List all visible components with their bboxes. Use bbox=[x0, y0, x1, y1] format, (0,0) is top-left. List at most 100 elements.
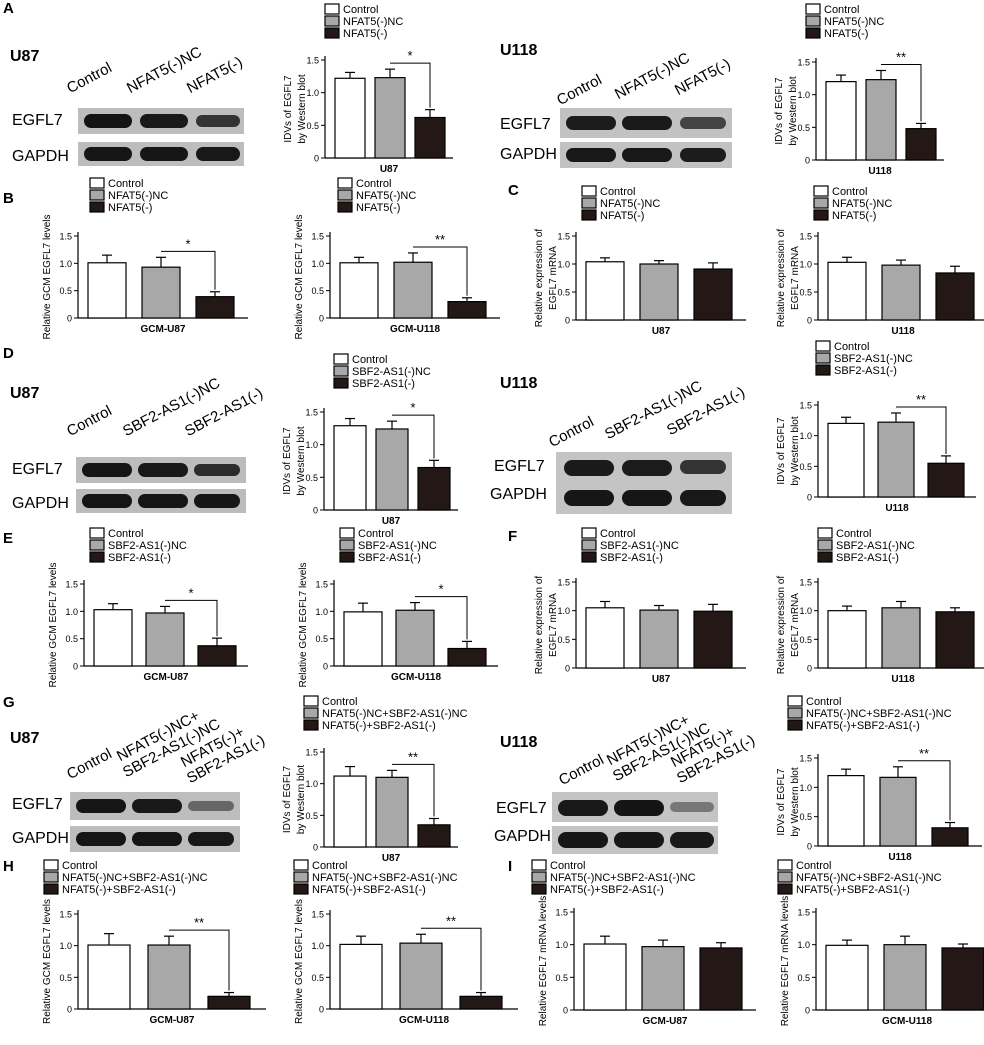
bar bbox=[333, 775, 367, 848]
protein-label: EGFL7 bbox=[12, 112, 63, 129]
legend-entry: NFAT5(-)+SBF2-AS1(-) bbox=[312, 884, 426, 896]
legend-swatch bbox=[787, 707, 803, 719]
y-tick-label: 1.0 bbox=[306, 88, 319, 98]
legend-entry: Control bbox=[806, 696, 841, 708]
significance-bracket bbox=[165, 599, 218, 637]
y-tick-label: 0.5 bbox=[311, 973, 324, 983]
y-tick-label: 0.5 bbox=[59, 286, 72, 296]
lane-label: Control bbox=[554, 71, 605, 109]
significance-label: ** bbox=[446, 913, 456, 928]
band bbox=[680, 148, 726, 162]
legend-swatch bbox=[293, 883, 309, 895]
panel-letter-h: H bbox=[3, 858, 14, 875]
legend-swatch bbox=[777, 859, 793, 871]
bar bbox=[375, 776, 409, 848]
bar-chart: 00.51.01.5ControlNFAT5(-)NC+SBF2-AS1(-)N… bbox=[777, 859, 984, 1027]
band bbox=[622, 490, 672, 506]
bar bbox=[585, 607, 625, 669]
y-tick-label: 1.5 bbox=[797, 58, 810, 68]
blot-strip bbox=[556, 452, 732, 514]
bar bbox=[145, 612, 185, 667]
bar bbox=[825, 944, 869, 1011]
y-tick-label: 0.5 bbox=[557, 635, 570, 645]
band bbox=[564, 490, 614, 506]
legend-entry: Control bbox=[343, 4, 378, 16]
bar-chart: 00.51.01.5ControlSBF2-AS1(-)NCSBF2-AS1(-… bbox=[776, 527, 984, 685]
y-tick-label: 1.5 bbox=[65, 580, 78, 590]
band bbox=[614, 832, 664, 848]
legend-swatch bbox=[787, 695, 803, 707]
blot-strip bbox=[76, 457, 246, 483]
legend-entry: SBF2-AS1(-)NC bbox=[108, 540, 187, 552]
y-axis-label: Relative GCM EGFL7 levels bbox=[42, 214, 53, 339]
legend-swatch bbox=[293, 859, 309, 871]
x-axis-label: U87 bbox=[380, 164, 399, 175]
x-axis-label: GCM-U118 bbox=[399, 1015, 449, 1026]
y-tick-label: 1.0 bbox=[311, 941, 324, 951]
bar bbox=[825, 80, 857, 161]
bar bbox=[941, 947, 984, 1011]
lane-label: Control bbox=[64, 402, 115, 440]
legend-swatch bbox=[777, 871, 793, 883]
legend-swatch bbox=[817, 551, 833, 563]
legend-swatch bbox=[339, 539, 355, 551]
y-axis-label: EGFL7 mRNA bbox=[548, 246, 559, 310]
legend-entry: Control bbox=[108, 528, 143, 540]
band bbox=[132, 799, 182, 813]
bar-chart: 00.51.01.5*ControlNFAT5(-)NCNFAT5(-)U87I… bbox=[283, 3, 453, 175]
legend-entry: NFAT5(-) bbox=[600, 210, 644, 222]
bar bbox=[935, 272, 975, 321]
legend-swatch bbox=[813, 197, 829, 209]
y-tick-label: 1.0 bbox=[59, 259, 72, 269]
protein-label: GAPDH bbox=[494, 828, 551, 845]
panel-letter-g: G bbox=[3, 694, 15, 711]
legend-entry: NFAT5(-)+SBF2-AS1(-) bbox=[796, 884, 910, 896]
y-tick-label: 0 bbox=[319, 314, 324, 324]
western-blot-a-u118: Control NFAT5(-)NC NFAT5(-) EGFL7 GAPDH bbox=[500, 49, 736, 172]
significance-bracket bbox=[413, 246, 468, 296]
legend-entry: NFAT5(-) bbox=[832, 210, 876, 222]
legend-entry: Control bbox=[312, 860, 347, 872]
legend-swatch bbox=[531, 859, 547, 871]
legend-entry: SBF2-AS1(-)NC bbox=[836, 540, 915, 552]
legend-entry: NFAT5(-)+SBF2-AS1(-) bbox=[550, 884, 664, 896]
band bbox=[622, 116, 672, 130]
y-tick-label: 1.5 bbox=[557, 578, 570, 588]
x-axis-label: U118 bbox=[888, 852, 912, 863]
legend-entry: Control bbox=[836, 528, 871, 540]
bar bbox=[399, 942, 443, 1010]
significance-label: * bbox=[407, 48, 412, 63]
panel-letter-f: F bbox=[508, 528, 518, 545]
significance-label: ** bbox=[896, 49, 906, 64]
western-blot-d-u87: Control SBF2-AS1(-)NC SBF2-AS1(-) EGFL7 … bbox=[10, 375, 266, 519]
bar bbox=[639, 609, 679, 669]
bar bbox=[699, 947, 743, 1011]
blot-strip bbox=[552, 792, 718, 822]
x-axis-label: U87 bbox=[382, 516, 401, 527]
x-axis-label: U118 bbox=[891, 674, 915, 685]
legend-swatch bbox=[303, 695, 319, 707]
legend-swatch bbox=[815, 364, 831, 376]
bar bbox=[414, 116, 446, 159]
lane-label: Control bbox=[546, 413, 597, 451]
protein-label: EGFL7 bbox=[12, 796, 63, 813]
band bbox=[188, 801, 234, 811]
y-axis-label: IDVs of EGFL7 bbox=[774, 77, 785, 145]
legend-swatch bbox=[805, 15, 821, 27]
y-tick-label: 0 bbox=[313, 843, 318, 853]
band bbox=[564, 460, 614, 476]
y-axis-label: IDVs of EGFL7 bbox=[776, 417, 787, 485]
bar bbox=[927, 462, 965, 498]
y-axis-label: Relative GCM EGFL7 levels bbox=[42, 899, 53, 1024]
legend-entry: SBF2-AS1(-) bbox=[600, 552, 663, 564]
legend-entry: SBF2-AS1(-)NC bbox=[358, 540, 437, 552]
band bbox=[188, 832, 234, 846]
bar bbox=[141, 266, 181, 319]
legend-entry: NFAT5(-)NC bbox=[356, 190, 416, 202]
bar-chart: 00.51.01.5ControlSBF2-AS1(-)NCSBF2-AS1(-… bbox=[534, 527, 746, 685]
band bbox=[614, 800, 664, 816]
cell-line-title: U118 bbox=[500, 734, 538, 751]
protein-label: EGFL7 bbox=[500, 116, 551, 133]
legend-entry: SBF2-AS1(-) bbox=[834, 365, 897, 377]
protein-label: GAPDH bbox=[12, 148, 69, 165]
